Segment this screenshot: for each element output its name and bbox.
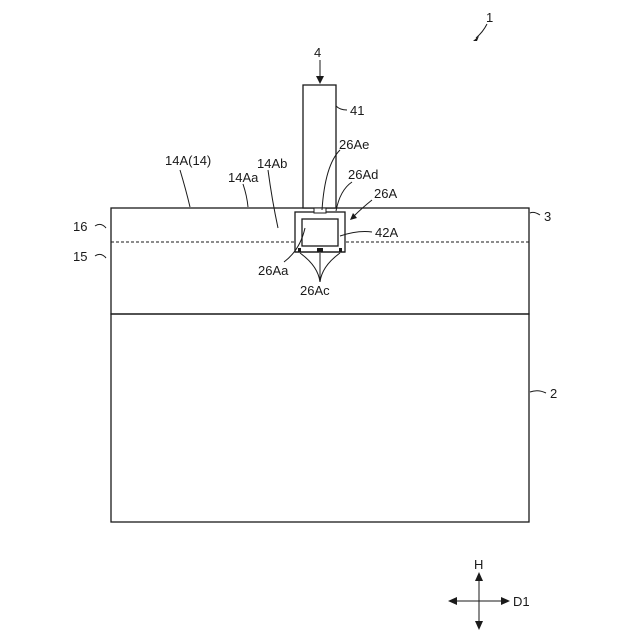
label-16: 16 xyxy=(73,219,87,234)
leader-26Ad xyxy=(336,182,352,211)
label-41: 41 xyxy=(350,103,364,118)
leader-1-arrow xyxy=(473,36,479,41)
leader-16 xyxy=(95,224,106,228)
label-1: 1 xyxy=(486,10,493,25)
arrow-down-icon xyxy=(475,621,483,630)
lead-41 xyxy=(303,85,336,208)
leader-14A xyxy=(180,170,190,207)
lower-body-2 xyxy=(111,314,529,522)
arrow-up-icon xyxy=(475,572,483,581)
label-15: 15 xyxy=(73,249,87,264)
direction-indicator: H D1 xyxy=(448,557,530,630)
leader-3 xyxy=(530,212,540,215)
label-42A: 42A xyxy=(375,225,398,240)
label-3: 3 xyxy=(544,209,551,224)
leader-26Ac-a xyxy=(300,253,320,282)
leader-2 xyxy=(530,391,546,393)
leader-1 xyxy=(476,24,487,38)
neck-26Ae xyxy=(314,208,326,213)
label-14Aa: 14Aa xyxy=(228,170,259,185)
direction-label-d1: D1 xyxy=(513,594,530,609)
direction-label-h: H xyxy=(474,557,483,572)
label-26A: 26A xyxy=(374,186,397,201)
label-26Ad: 26Ad xyxy=(348,167,378,182)
label-14Ab: 14Ab xyxy=(257,156,287,171)
label-26Ac: 26Ac xyxy=(300,283,330,298)
leader-14Ab xyxy=(268,170,278,228)
leader-41 xyxy=(336,106,347,110)
leader-4-arrow xyxy=(316,76,324,84)
leader-26Ac-c xyxy=(320,253,340,282)
label-14A: 14A(14) xyxy=(165,153,211,168)
leader-15 xyxy=(95,254,106,258)
arrow-left-icon xyxy=(448,597,457,605)
label-26Ae: 26Ae xyxy=(339,137,369,152)
label-4: 4 xyxy=(314,45,321,60)
label-2: 2 xyxy=(550,386,557,401)
label-26Aa: 26Aa xyxy=(258,263,289,278)
leader-14Aa xyxy=(243,184,248,207)
arrow-right-icon xyxy=(501,597,510,605)
